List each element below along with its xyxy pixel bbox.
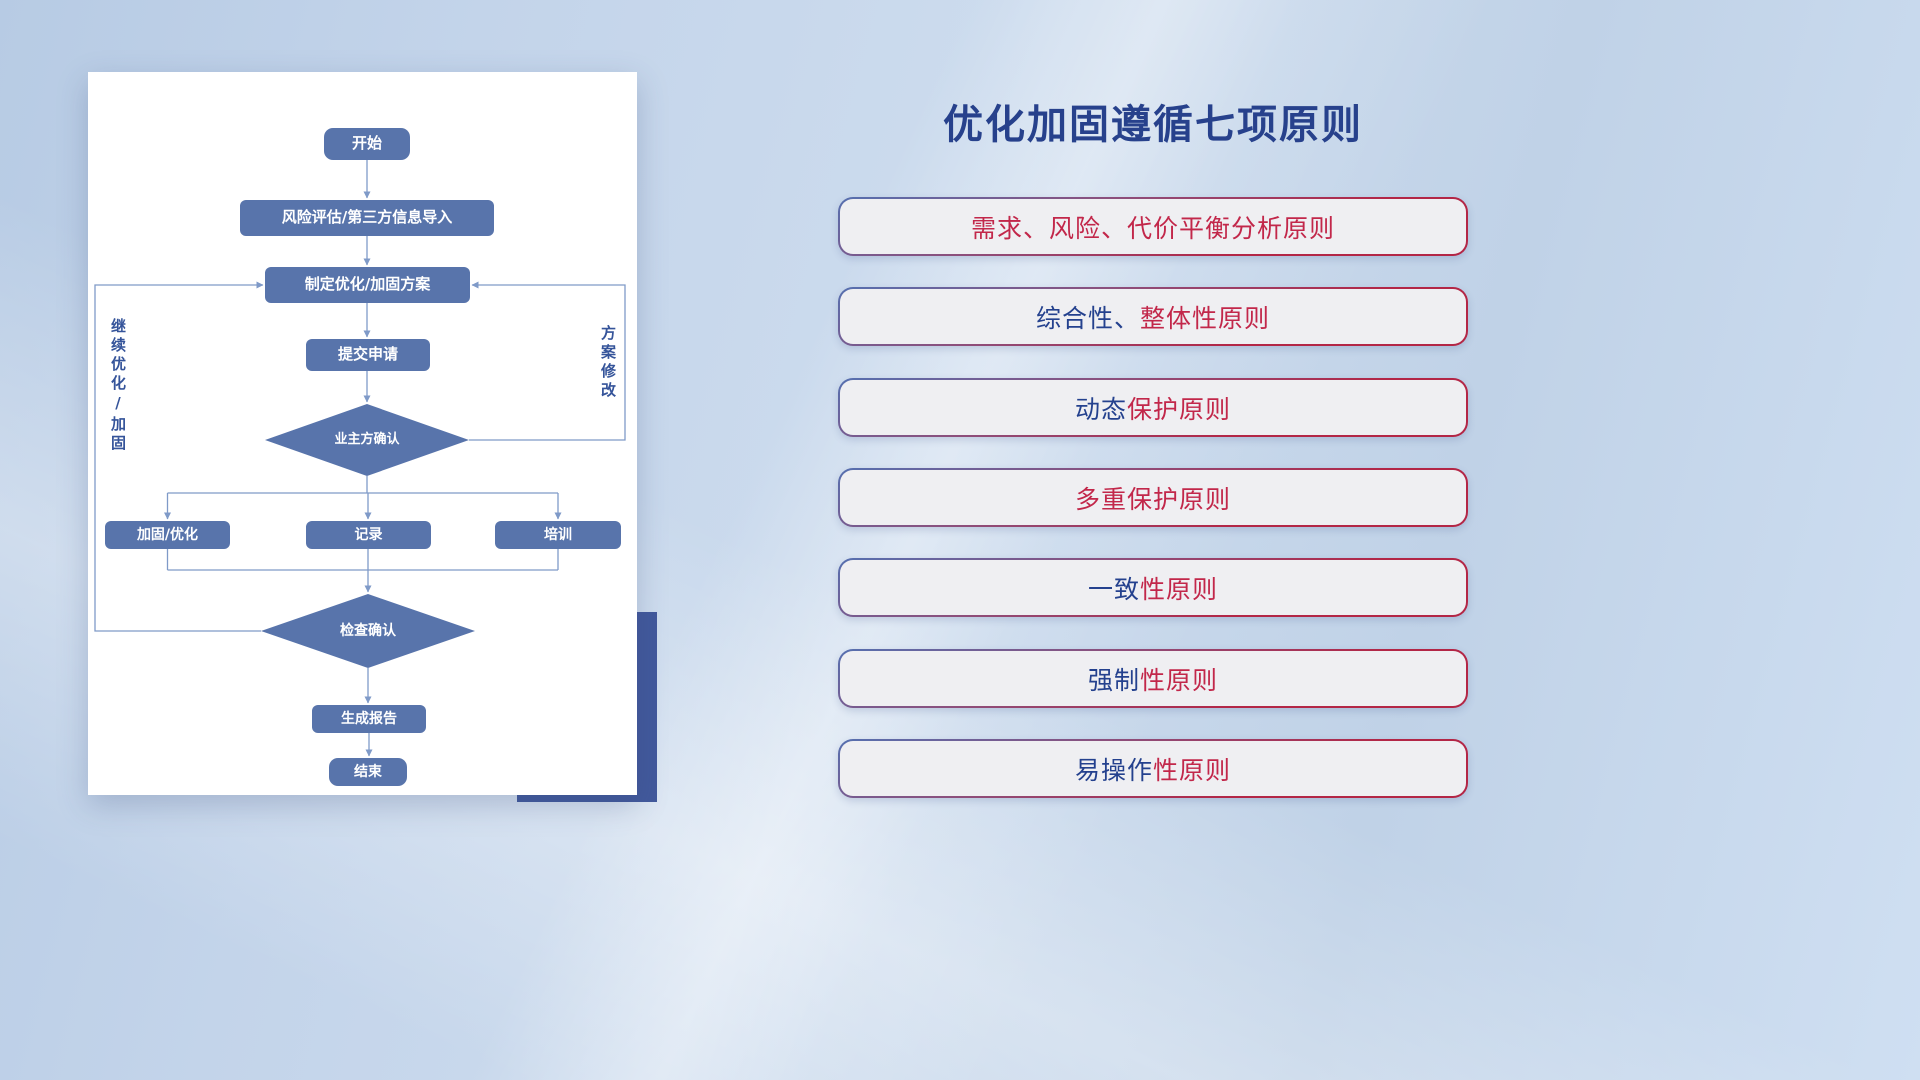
- principle-6-red-text: 性原则: [1140, 665, 1219, 695]
- flow-node-make-plan: 制定优化/加固方案: [265, 267, 470, 303]
- principle-box-3: 动态保护原则: [838, 378, 1468, 437]
- principle-text: 需求、风险、代价平衡分析原则: [840, 199, 1466, 254]
- principle-box-1: 需求、风险、代价平衡分析原则: [838, 197, 1468, 256]
- principle-text: 强制性原则: [840, 651, 1466, 706]
- principle-2-red-text: 整体性原则: [1140, 303, 1271, 333]
- flow-node-submit-application: 提交申请: [306, 339, 430, 371]
- principle-7-navy-text: 易操作: [1074, 755, 1153, 785]
- principle-text: 易操作性原则: [840, 741, 1466, 796]
- principle-text: 一致性原则: [840, 560, 1466, 615]
- principle-text: 多重保护原则: [840, 470, 1466, 525]
- principle-box-4: 多重保护原则: [838, 468, 1468, 527]
- principle-box-7: 易操作性原则: [838, 739, 1468, 798]
- principle-3-red-text: 保护原则: [1127, 394, 1232, 424]
- principle-5-navy-text: 一致: [1087, 574, 1140, 604]
- principle-1-red-text: 需求、风险、代价平衡分析原则: [970, 213, 1335, 243]
- principle-box-6: 强制性原则: [838, 649, 1468, 708]
- principle-4-red-text: 多重保护原则: [1074, 484, 1231, 514]
- principle-7-red-text: 性原则: [1153, 755, 1232, 785]
- principle-text: 综合性、整体性原则: [840, 289, 1466, 344]
- flow-node-start: 开始: [324, 128, 410, 160]
- flowchart-connectors: [94, 160, 626, 757]
- flow-node-generate-report: 生成报告: [312, 705, 426, 733]
- flow-node-risk-assessment: 风险评估/第三方信息导入: [240, 200, 494, 236]
- principle-text: 动态保护原则: [840, 380, 1466, 435]
- principles-panel: 优化加固遵循七项原则 需求、风险、代价平衡分析原则 综合性、整体性原则 动态保护…: [838, 0, 1468, 1080]
- principle-box-5: 一致性原则: [838, 558, 1468, 617]
- principle-3-navy-text: 动态: [1074, 394, 1127, 424]
- principle-2-navy-text: 综合性、: [1035, 303, 1140, 333]
- flow-label-continue-optimize: 继续优化/加固: [109, 318, 127, 454]
- principle-5-red-text: 性原则: [1140, 574, 1219, 604]
- flow-node-training: 培训: [495, 521, 621, 549]
- flow-node-record: 记录: [306, 521, 431, 549]
- flowchart-card: 开始 风险评估/第三方信息导入 制定优化/加固方案 提交申请 业主方确认 加固/…: [88, 72, 637, 795]
- panel-title: 优化加固遵循七项原则: [943, 102, 1363, 148]
- flow-node-end: 结束: [329, 758, 407, 786]
- principle-6-navy-text: 强制: [1087, 665, 1140, 695]
- flow-node-reinforce-optimize: 加固/优化: [105, 521, 230, 549]
- principle-box-2: 综合性、整体性原则: [838, 287, 1468, 346]
- flow-label-plan-revision: 方案修改: [599, 325, 617, 401]
